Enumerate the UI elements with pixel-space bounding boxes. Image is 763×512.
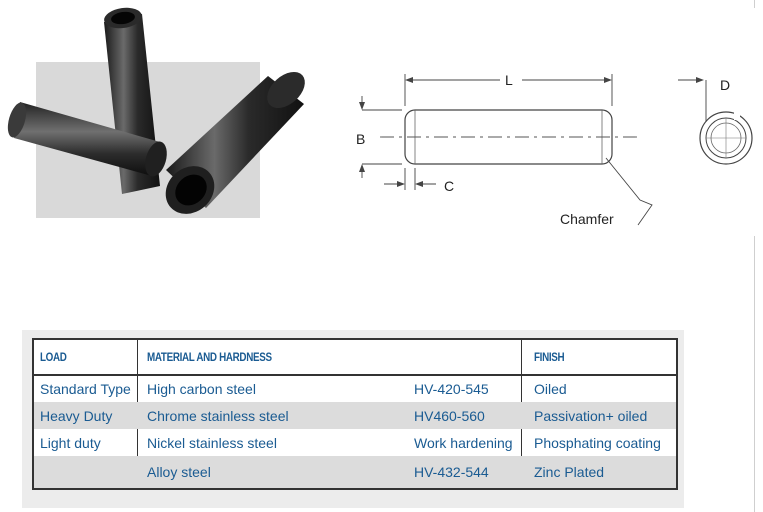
chamfer-leader — [605, 157, 653, 226]
header-finish: FINISH — [534, 350, 565, 364]
label-outer-d: D — [720, 77, 730, 93]
cell-finish: Phosphating coating — [534, 434, 661, 451]
pin-outline — [404, 109, 613, 165]
cell-hardness: HV-420-545 — [414, 381, 489, 397]
cell-finish: Zinc Plated — [534, 464, 605, 480]
cell-load: Heavy Duty — [40, 407, 113, 424]
cell-finish: Oiled — [534, 381, 567, 397]
cell-material: Nickel stainless steel — [147, 434, 277, 451]
pin-end-view: D — [678, 77, 753, 165]
table-row: Alloy steel HV-432-544 Zinc Plated — [34, 456, 676, 488]
spring-pins-image — [7, 7, 305, 214]
pin-horizontal — [7, 102, 167, 177]
label-length: L — [505, 72, 513, 88]
table-row: Heavy Duty Chrome stainless steel HV460-… — [34, 402, 676, 429]
cell-hardness: HV-432-544 — [414, 464, 489, 480]
cell-load: Standard Type — [40, 381, 131, 397]
cell-material: Alloy steel — [147, 464, 211, 480]
cell-material: High carbon steel — [147, 381, 256, 397]
cell-hardness: Work hardening — [414, 434, 513, 451]
header-material: MATERIAL AND HARDNESS — [147, 350, 272, 364]
page-divider — [754, 236, 755, 512]
cell-load: Light duty — [40, 434, 101, 451]
table-header-row: LOAD MATERIAL AND HARDNESS FINISH — [34, 340, 676, 376]
label-chamfer-c: C — [444, 178, 454, 194]
table-row: Standard Type High carbon steel HV-420-5… — [34, 376, 676, 402]
label-diameter-b: B — [356, 131, 365, 147]
cell-finish: Passivation+ oiled — [534, 407, 648, 424]
table-row: Light duty Nickel stainless steel Work h… — [34, 429, 676, 456]
page-divider-top — [754, 0, 755, 8]
label-chamfer: Chamfer — [560, 211, 614, 227]
cell-material: Chrome stainless steel — [147, 407, 289, 424]
pin-diagonal — [165, 71, 305, 214]
cell-hardness: HV460-560 — [414, 407, 485, 424]
product-photo — [0, 0, 320, 240]
header-load: LOAD — [40, 350, 67, 364]
spec-table: LOAD MATERIAL AND HARDNESS FINISH Standa… — [32, 338, 678, 490]
pin-dimension-drawing: L B C Chamfer — [356, 72, 653, 227]
